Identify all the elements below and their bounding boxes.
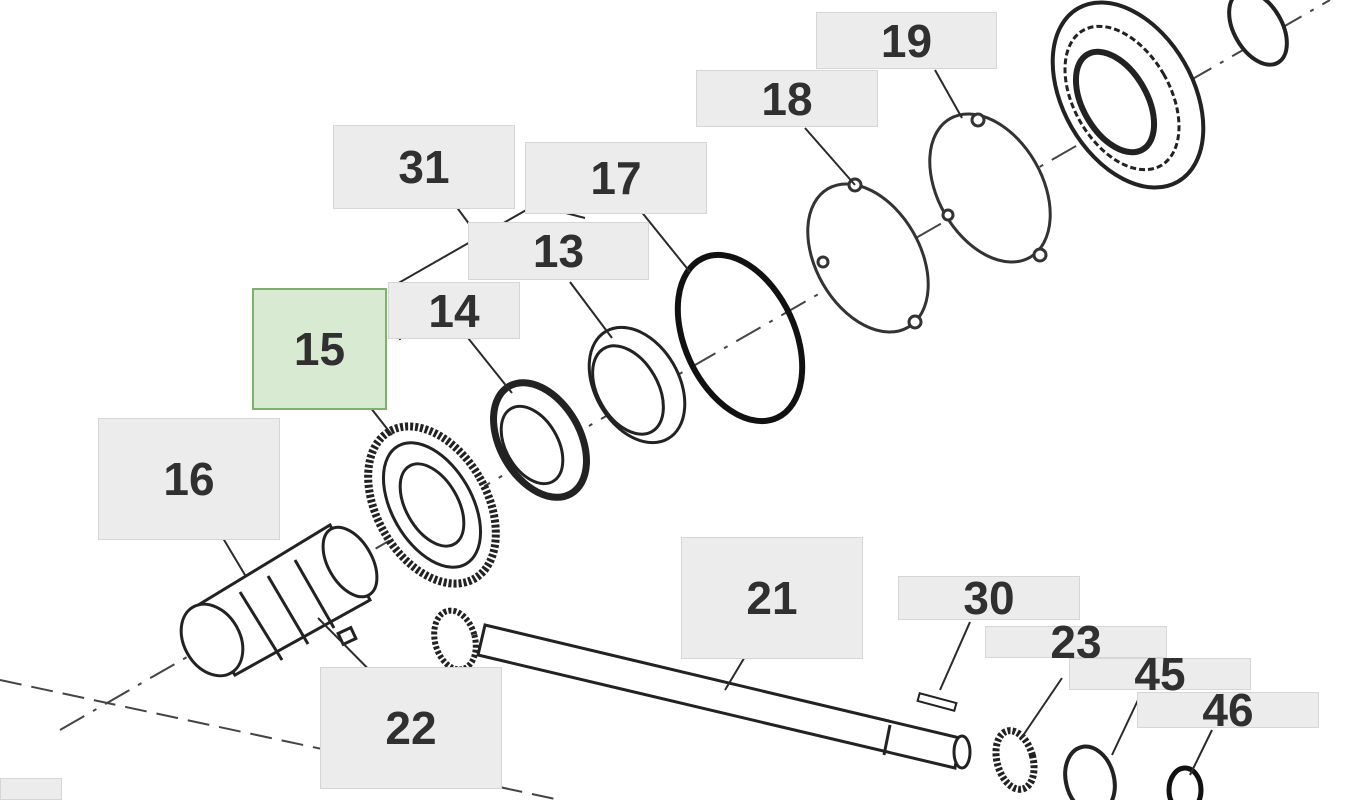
callout-46[interactable]: 46 [1137, 684, 1319, 736]
part-23-small-gear[interactable] [990, 726, 1040, 793]
leader-17 [639, 209, 691, 273]
callout-21[interactable]: 21 [681, 537, 863, 659]
callout-45[interactable]: 45 [1069, 648, 1251, 700]
leader-23 [1019, 677, 1063, 741]
part-15-bevel-gear[interactable] [342, 404, 522, 606]
callout-19[interactable]: 19 [816, 12, 997, 69]
top-right-ring[interactable] [1217, 0, 1299, 75]
part-17-o-ring[interactable] [653, 235, 827, 441]
callout-23[interactable]: 23 [985, 616, 1167, 668]
callout-13[interactable]: 13 [468, 222, 649, 280]
part-45-ring[interactable] [1058, 741, 1122, 800]
seal-housing[interactable] [1022, 0, 1235, 214]
part-14-bearing[interactable] [474, 366, 605, 513]
part-16-shaft-sleeve[interactable] [169, 518, 388, 687]
bottom-left-label-box [0, 778, 62, 800]
callout-15-selected[interactable]: 15 [252, 288, 387, 410]
leader-18 [804, 127, 856, 186]
callout-30[interactable]: 30 [898, 572, 1080, 624]
part-30-pin[interactable] [916, 691, 958, 713]
part-13-ring[interactable] [570, 310, 705, 459]
part-21-long-shaft[interactable] [428, 606, 972, 770]
callout-31[interactable]: 31 [333, 125, 515, 209]
part-19-gasket[interactable] [905, 93, 1075, 284]
callout-16[interactable]: 16 [98, 418, 280, 540]
part-18-gasket[interactable] [783, 163, 953, 354]
callout-18[interactable]: 18 [696, 70, 878, 127]
leader-19 [934, 69, 963, 119]
callout-22[interactable]: 22 [320, 667, 502, 789]
leader-14 [467, 337, 513, 394]
callout-14[interactable]: 14 [388, 282, 520, 339]
leader-30 [939, 621, 971, 691]
part-46-ring[interactable] [1166, 765, 1204, 800]
callout-17[interactable]: 17 [525, 142, 707, 214]
leader-13 [569, 281, 613, 339]
leader-46 [1189, 729, 1213, 776]
leader-45 [1111, 699, 1139, 756]
